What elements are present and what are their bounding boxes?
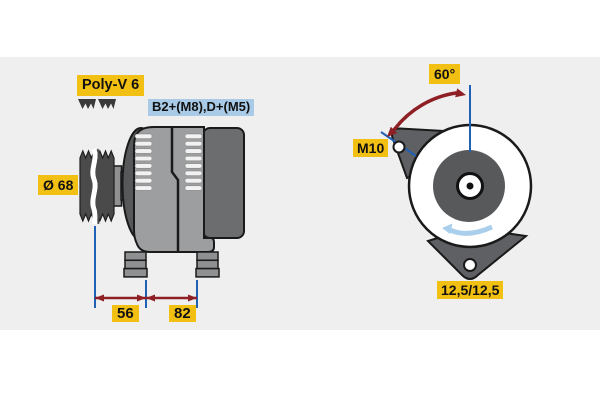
angle-arc: [392, 91, 458, 131]
mount-hole-spacing-label: 12,5/12,5: [437, 281, 504, 300]
mount-foot-plate: [196, 251, 219, 262]
mount-foot-plate: [196, 259, 219, 270]
vent-slot: [184, 141, 203, 147]
vent-slot: [184, 178, 203, 184]
housing-joint-line: [170, 128, 180, 251]
pulley-diameter-label: Ø 68: [38, 175, 79, 196]
poly-v-belt-profile-icon: [78, 99, 116, 109]
rotation-direction-arrow-icon: [442, 223, 494, 236]
vent-slot: [184, 170, 203, 176]
vent-slot: [134, 185, 153, 191]
vent-slot: [134, 141, 153, 147]
vent-slot: [134, 155, 153, 162]
rear-housing-block: [202, 127, 245, 239]
arrowhead-right-icon: [137, 294, 146, 302]
mount-foot-plate: [124, 259, 147, 270]
belt-type-label: Poly-V 6: [77, 75, 145, 96]
pulley-break-wave-inner: [95, 148, 100, 225]
rotation-arc: [448, 224, 494, 236]
vent-slot: [184, 133, 203, 139]
vent-slot: [134, 148, 153, 154]
vent-slot: [184, 185, 203, 191]
dimension-56-label: 56: [112, 305, 139, 323]
vent-slot: [134, 170, 153, 176]
pulley-break-wave: [90, 148, 98, 225]
vent-slot: [184, 148, 203, 154]
mount-angle-label: 60°: [429, 64, 461, 85]
vent-slot: [134, 178, 153, 184]
mount-foot-plate: [123, 267, 148, 278]
mounting-feet: [123, 251, 220, 278]
mount-foot-plate: [124, 251, 147, 262]
mount-foot-plate: [195, 267, 220, 278]
dimension-arrows: [95, 294, 197, 302]
arrowhead-left-icon: [146, 294, 155, 302]
dimension-82-label: 82: [169, 305, 196, 323]
mount-hole-bottom: [463, 258, 477, 272]
vent-slot: [184, 155, 203, 162]
vent-slots: [134, 133, 203, 191]
mount-hole-top-left: [392, 140, 406, 154]
vent-slot: [134, 133, 153, 139]
arrowhead-left-icon: [95, 294, 104, 302]
shaft-center-dot: [466, 182, 474, 190]
angle-arrowhead-left-icon: [387, 126, 398, 137]
side-view: [78, 99, 245, 308]
rotation-arrowhead-icon: [442, 223, 453, 234]
angle-arc-double-arrow-icon: [387, 88, 466, 137]
terminals-label: B2+(M8),D+(M5): [148, 99, 255, 116]
end-view: [380, 85, 533, 280]
angle-arrowhead-right-icon: [455, 88, 466, 98]
thread-size-label: M10: [353, 139, 389, 158]
arrowhead-right-icon: [188, 294, 197, 302]
vent-slot: [134, 163, 153, 169]
dimension-extension-lines: [94, 226, 198, 308]
vent-slot: [184, 163, 203, 169]
